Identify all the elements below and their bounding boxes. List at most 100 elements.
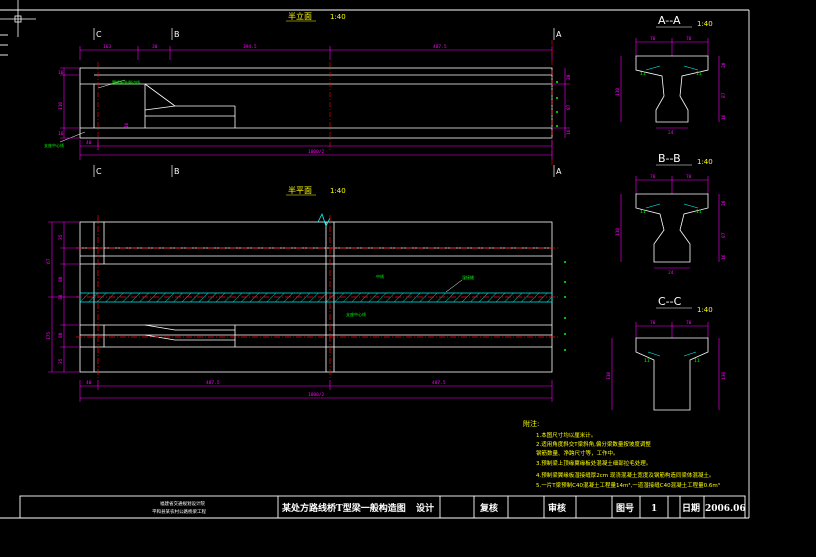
cc-tee-profile	[635, 337, 709, 411]
section-aa-scale: 1:40	[697, 20, 713, 28]
elevation-leader-support: 支座中心线	[44, 142, 64, 148]
section-cc: C--C 1:40 70 70 110 130 11 11	[606, 295, 727, 411]
dim-left-16a: 16	[58, 70, 64, 76]
aa-mark-left: 11	[640, 71, 646, 77]
aa-dim-right-1: 20	[721, 62, 727, 68]
bb-dim-right-1: 20	[721, 200, 727, 206]
cc-mark-left: 11	[644, 358, 650, 364]
dim-right-16: 16	[566, 129, 572, 135]
plan-centerlines	[76, 215, 560, 380]
plan-dim-left-2: 80	[58, 276, 64, 282]
bb-dim-right-3: 16	[721, 254, 727, 260]
cc-mark-right: 11	[694, 358, 700, 364]
notes-heading: 附注:	[523, 419, 539, 428]
plan-wet-joint-hatch	[79, 292, 553, 303]
title-unit-line2: 平和县某农村公路桥梁工程	[152, 508, 206, 515]
plan-label-hatch: 湿接缝	[462, 274, 474, 280]
bb-dim-left: 110	[615, 228, 621, 236]
drawing-no-label: 图号	[616, 503, 634, 514]
dim-bottom-40: 40	[86, 140, 92, 146]
aa-dim-left: 110	[615, 88, 621, 96]
cc-dim-top-right: 70	[686, 320, 692, 326]
section-cc-scale: 1:40	[697, 306, 713, 314]
elevation-view: 半立面 1:40 C B A C B A 163 30 394.5 4	[44, 11, 572, 177]
aa-dim-top-right: 70	[686, 36, 692, 42]
dim-30: 30	[152, 44, 158, 50]
plan-dim-bottom-487a: 487.5	[206, 380, 220, 386]
elevation-title: 半立面	[288, 11, 312, 21]
elevation-top-dimension	[79, 46, 553, 60]
title-design-label: 设计	[416, 502, 434, 514]
drawing-no: 1	[651, 504, 657, 514]
note-3: 钢筋数量、净跨尺寸等，工作中。	[536, 449, 619, 457]
plan-bottom-dimension	[79, 380, 553, 402]
plan-view: 半平面 1:40	[46, 185, 566, 402]
bb-mark-right: 11	[696, 209, 702, 215]
cut-mark-c-top: C	[96, 30, 102, 39]
dim-bottom-total: 1000/2	[308, 149, 325, 155]
dim-right-20: 20	[566, 74, 572, 80]
plan-dim-outer-2: 175	[46, 332, 52, 340]
plan-dim-outer-1: 67	[46, 258, 52, 264]
bb-mark-left: 11	[640, 209, 646, 215]
cut-mark-b-top: B	[174, 30, 180, 39]
cut-mark-c-bottom: C	[96, 167, 102, 176]
bb-dim-bottom: 24	[668, 270, 674, 276]
plan-dim-left-5: 35	[58, 358, 64, 364]
note-4: 3.预制梁上顶缘翼缘板处混凝土细部拉毛处理。	[536, 459, 651, 467]
aa-dim-bottom: 24	[668, 130, 674, 136]
plan-dim-left-3: 30	[58, 294, 64, 300]
aa-dim-top-left: 70	[650, 36, 656, 42]
date-label: 日期	[682, 502, 700, 514]
cc-dim-top-left: 70	[650, 320, 656, 326]
plan-dim-bottom-40: 40	[86, 380, 92, 386]
aa-dim-right-2: 87	[721, 92, 727, 98]
section-aa-title: A--A	[658, 14, 681, 27]
dim-left-110: 110	[58, 102, 64, 110]
note-5: 4.预制梁翼缘板湿接缝厚2cm 现浇混凝土宽度及钢筋构造同梁体混凝土。	[536, 471, 714, 479]
aa-dim-right-3: 16	[721, 114, 727, 120]
plan-dim-bottom-total: 1000/2	[308, 392, 325, 398]
dim-right-87: 87	[566, 104, 572, 110]
title-review-label: 复核	[479, 502, 498, 514]
bb-dim-top-left: 70	[650, 174, 656, 180]
plan-label-mid: 中线	[376, 273, 384, 279]
section-cc-title: C--C	[658, 295, 682, 308]
plan-dim-left-4: 80	[58, 332, 64, 338]
cc-dim-left: 110	[606, 372, 612, 380]
notes: 附注: 1.本图尺寸均以厘米计。 2.适用角度斜交T梁斜角,偏分梁数量按坡度调整…	[523, 419, 720, 489]
cut-mark-b-bottom: B	[174, 167, 180, 176]
dim-left-16b: 16	[58, 131, 64, 137]
plan-dim-bottom-487b: 487.5	[432, 380, 446, 386]
bb-tee-profile	[635, 193, 709, 263]
dim-163: 163	[103, 44, 111, 50]
cut-mark-a-top: A	[556, 30, 562, 39]
bb-dim-right-2: 87	[721, 232, 727, 238]
elevation-beam-outline	[79, 67, 553, 139]
drawing-date: 2006.06	[705, 504, 746, 514]
section-bb-scale: 1:40	[697, 158, 713, 166]
title-block: 福建省交通规划设计院 平和县某农村公路桥梁工程 某处方路线桥T型梁一般构造图 设…	[19, 495, 746, 519]
plan-dim-left-1: 35	[58, 234, 64, 240]
elevation-scale: 1:40	[330, 13, 346, 21]
bb-dim-top-right: 70	[686, 174, 692, 180]
note-6: 5.一片T梁预制C40混凝土工程量14m³,一道湿接缝C40混凝土工程量0.6m…	[536, 481, 720, 489]
section-aa: A--A 1:40 70 70 110 20 87 16 11 11 24	[615, 14, 727, 136]
section-bb-title: B--B	[658, 152, 681, 165]
dim-394-5: 394.5	[243, 44, 257, 50]
plan-scale: 1:40	[330, 187, 346, 195]
note-1: 1.本图尺寸均以厘米计。	[536, 431, 596, 439]
drawing-title: 某处方路线桥T型梁一般构造图	[282, 502, 406, 514]
crosshair-cursor-icon	[0, 0, 36, 37]
aa-tee-profile	[635, 55, 709, 123]
cut-mark-a-bottom: A	[556, 167, 562, 176]
note-2: 2.适用角度斜交T梁斜角,偏分梁数量按坡度调整	[536, 440, 651, 448]
plan-title: 半平面	[288, 185, 312, 195]
elevation-leader-flange: 翼缘板外侧边线	[112, 79, 140, 85]
plan-break-line	[317, 212, 331, 228]
title-check-label: 审核	[548, 502, 566, 514]
plan-label-center: 支座中心线	[346, 311, 366, 317]
dim-487-5: 487.5	[433, 44, 447, 50]
cc-dim-right: 130	[721, 372, 727, 380]
